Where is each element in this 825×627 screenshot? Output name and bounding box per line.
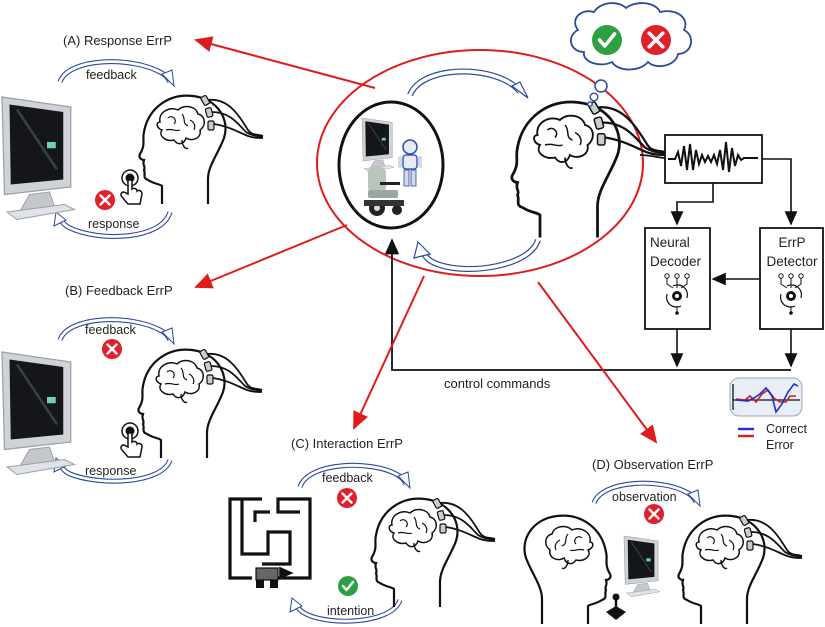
panel-b-title: (B) Feedback ErrP bbox=[65, 283, 173, 298]
neural-decoder-line-2: Decoder bbox=[650, 254, 702, 269]
panel-d-monitor-icon bbox=[623, 535, 661, 598]
legend-error-label: Error bbox=[766, 438, 794, 452]
panel-a-response-label: response bbox=[88, 217, 140, 231]
panel-d-cross-icon bbox=[642, 502, 666, 526]
panel-d bbox=[523, 480, 803, 626]
maze-icon bbox=[228, 497, 312, 580]
panel-d-observer-head bbox=[523, 514, 612, 626]
panel-a-feedback-label: feedback bbox=[86, 68, 137, 82]
errp-detector-line-2: Detector bbox=[766, 254, 818, 269]
correct-waveform bbox=[735, 382, 799, 414]
central-arrow-top bbox=[407, 68, 523, 97]
neural-decoder-label: Neural Decoder bbox=[650, 233, 701, 271]
check-icon bbox=[590, 23, 624, 57]
panel-a-hand-icon bbox=[120, 169, 143, 205]
errp-detector-label: ErrP Detector bbox=[763, 233, 821, 271]
arrow-to-panel-b bbox=[194, 224, 348, 289]
panel-a-cross-icon bbox=[93, 188, 117, 212]
arrow-to-panel-c bbox=[353, 275, 425, 430]
panel-b-head bbox=[137, 348, 263, 460]
panel-a-head bbox=[138, 94, 264, 206]
robot-car-icon bbox=[255, 567, 279, 581]
panel-b-hand-icon bbox=[120, 422, 143, 458]
panel-c-feedback-label: feedback bbox=[322, 471, 373, 485]
robot-icon bbox=[398, 139, 422, 187]
devices-circle bbox=[337, 100, 445, 230]
panel-c bbox=[228, 462, 496, 624]
wheelchair-icon bbox=[364, 167, 404, 216]
panel-c-title: (C) Interaction ErrP bbox=[291, 436, 403, 451]
errp-detector-line-1: ErrP bbox=[778, 235, 806, 250]
panel-d-subject-head bbox=[677, 514, 803, 626]
panel-d-observation-label: observation bbox=[612, 490, 677, 504]
panel-b-cross-icon bbox=[100, 337, 124, 361]
panel-c-intention-label: intention bbox=[327, 604, 375, 618]
joystick-icon bbox=[606, 593, 626, 620]
panel-b-response-label: response bbox=[85, 464, 137, 478]
control-commands-line bbox=[384, 238, 791, 371]
neural-decoder-line-1: Neural bbox=[650, 235, 690, 250]
panel-b-monitor-icon bbox=[0, 350, 76, 476]
panel-c-head bbox=[370, 497, 496, 609]
arrow-to-panel-d bbox=[537, 281, 658, 444]
panel-b-feedback-label: feedback bbox=[85, 323, 136, 337]
panel-d-title: (D) Observation ErrP bbox=[592, 457, 714, 472]
eeg-waveform bbox=[668, 141, 758, 173]
legend-correct-label: Correct bbox=[766, 422, 807, 436]
central-loop-ellipse bbox=[316, 49, 644, 277]
panel-a bbox=[0, 59, 264, 239]
thought-cloud bbox=[570, 2, 692, 107]
panel-b bbox=[0, 317, 263, 484]
cross-icon bbox=[639, 23, 673, 57]
panel-c-check-icon bbox=[336, 574, 360, 598]
panel-c-cross-icon bbox=[335, 486, 359, 510]
control-commands-label: control commands bbox=[444, 376, 551, 391]
errp-waveform-plot bbox=[729, 377, 803, 417]
arrow-to-panel-a bbox=[194, 36, 376, 89]
panel-a-monitor-icon bbox=[0, 95, 76, 221]
panel-a-title: (A) Response ErrP bbox=[63, 33, 173, 48]
